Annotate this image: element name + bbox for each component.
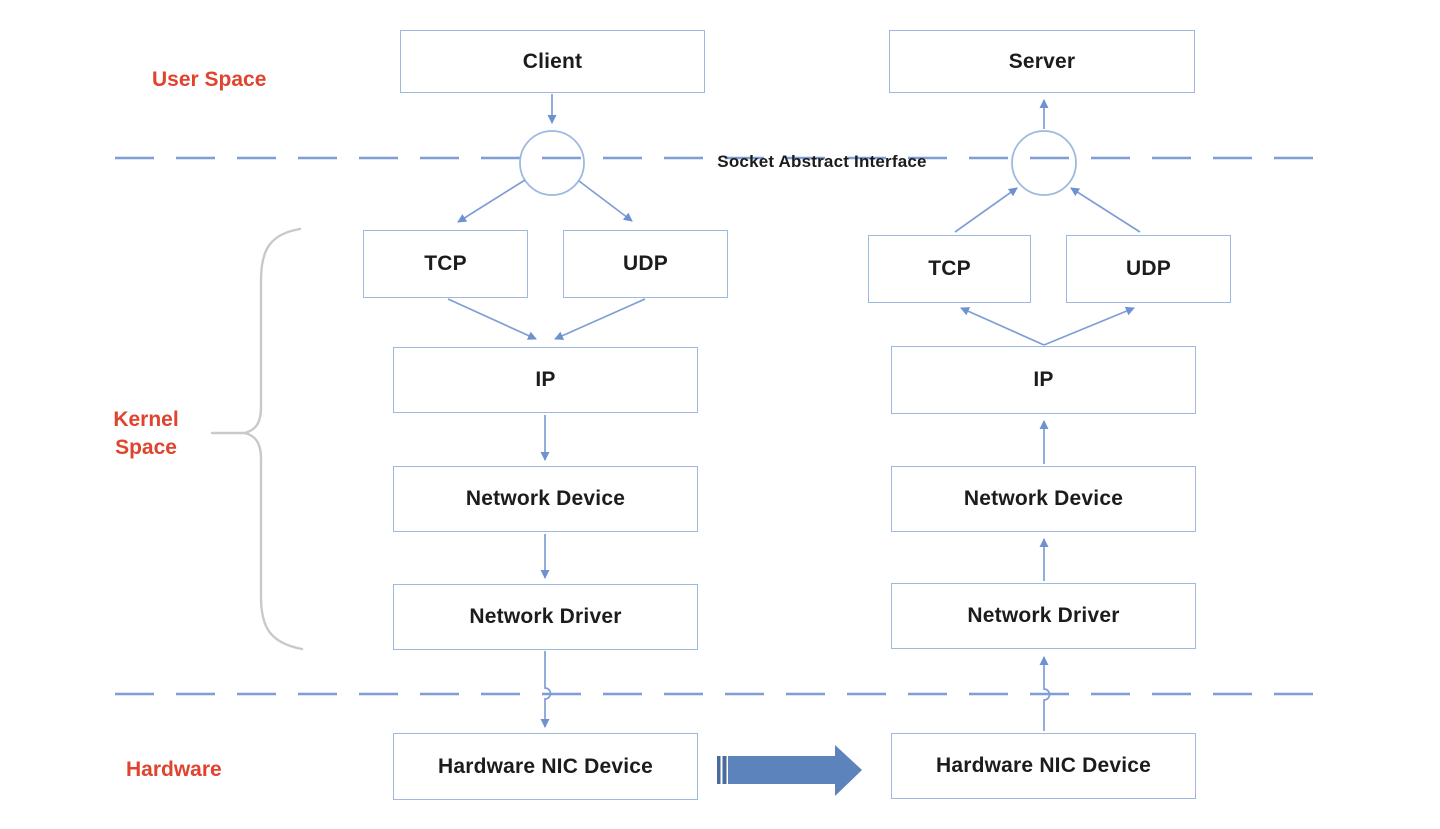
socket-abstract-interface-label: Socket Abstract Interface — [717, 152, 927, 171]
node-server-hardware-nic: Hardware NIC Device — [891, 733, 1196, 799]
node-client-network-device: Network Device — [393, 466, 698, 532]
node-server-network-device: Network Device — [891, 466, 1196, 532]
user-space-label: User Space — [152, 68, 267, 91]
arrow-client-driver-to-nic — [540, 651, 552, 728]
node-client-tcp: TCP — [363, 230, 528, 298]
node-client: Client — [400, 30, 705, 93]
node-client-udp: UDP — [563, 230, 728, 298]
arrow-server-udp-to-socket — [1070, 187, 1141, 233]
node-client-network-driver: Network Driver — [393, 584, 698, 650]
node-client-hardware-nic: Hardware NIC Device — [393, 733, 698, 800]
node-server-ip: IP — [891, 346, 1196, 414]
arrow-socket-to-client-tcp — [457, 179, 526, 223]
arrow-server-tcp-to-socket — [954, 187, 1018, 233]
arrow-server-ip-to-udp — [1043, 306, 1135, 346]
arrow-client-tcp-to-ip — [447, 298, 537, 340]
arrow-server-ip-to-tcp — [960, 307, 1045, 346]
node-server-tcp: TCP — [868, 235, 1031, 303]
kernel-space-brace — [240, 227, 304, 651]
kernel-space-label: Kernel Space — [113, 408, 179, 459]
arrow-client-udp-to-ip — [554, 298, 646, 340]
nic-to-nic-flow-arrow — [717, 745, 862, 796]
node-server: Server — [889, 30, 1195, 93]
node-client-ip: IP — [393, 347, 698, 413]
arrow-server-nic-to-driver — [1039, 656, 1051, 731]
client-socket-circle — [519, 130, 585, 196]
hardware-label: Hardware — [126, 758, 222, 781]
arrow-socket-to-client-udp — [578, 180, 633, 222]
server-socket-circle — [1011, 130, 1077, 196]
node-server-network-driver: Network Driver — [891, 583, 1196, 649]
node-server-udp: UDP — [1066, 235, 1231, 303]
